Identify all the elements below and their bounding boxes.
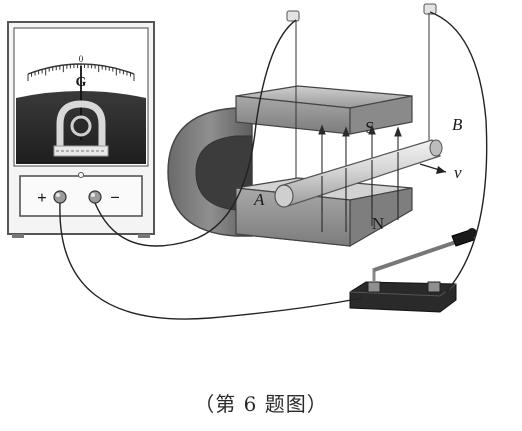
- positive-terminal-label: +: [37, 188, 47, 207]
- connecting-wires: [59, 11, 488, 320]
- rod-end-b-label: B: [452, 115, 463, 134]
- galvanometer-zero: 0: [79, 54, 84, 64]
- galvanometer-coil: [53, 100, 109, 157]
- positive-terminal: [53, 190, 67, 204]
- galvanometer-scale: [27, 63, 135, 81]
- magnet-north-pole-label: N: [372, 214, 384, 233]
- figure-caption: （第 6 题图）: [194, 392, 328, 416]
- velocity-label: v: [454, 163, 462, 182]
- horseshoe-magnet: S N: [167, 85, 413, 248]
- galvanometer: 0 G + −: [7, 21, 155, 238]
- magnet-south-pole-label: S: [365, 118, 374, 137]
- velocity-arrow: [419, 163, 447, 174]
- knife-switch: [349, 228, 477, 313]
- negative-terminal-label: −: [110, 188, 120, 207]
- rod-end-a-label: A: [253, 190, 265, 209]
- metal-rod: [274, 139, 443, 208]
- negative-terminal: [88, 190, 102, 204]
- suspension-threads: [286, 3, 437, 178]
- field-lines-front: [321, 152, 399, 232]
